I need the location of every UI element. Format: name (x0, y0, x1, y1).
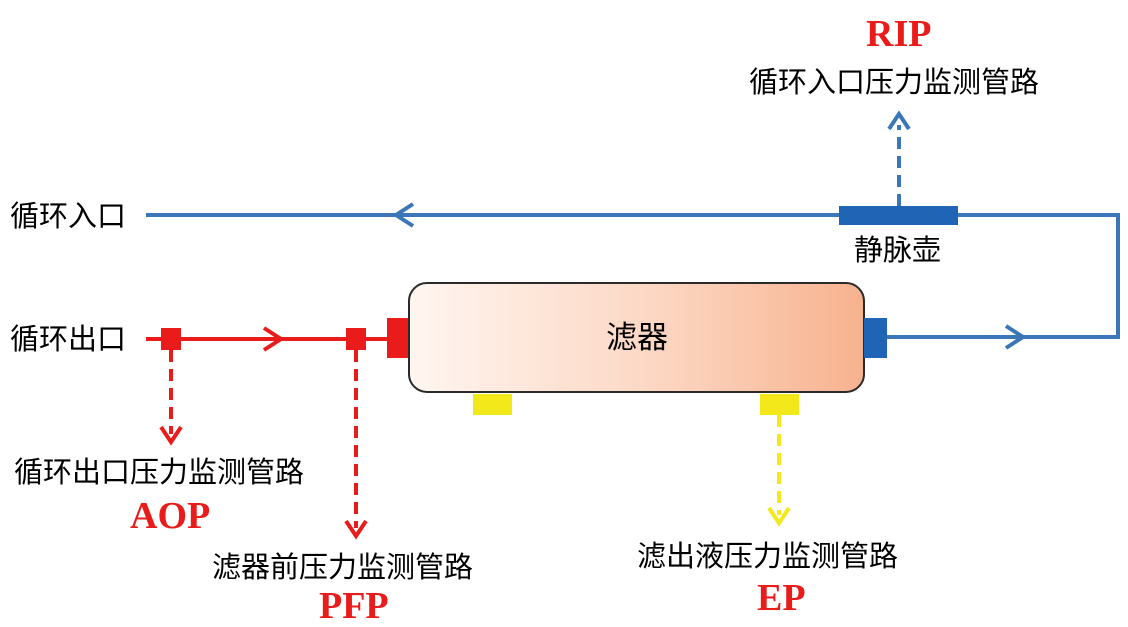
rip-description: 循环入口压力监测管路 (749, 65, 1040, 99)
pfp-code: PFP (319, 585, 389, 627)
effluent-port-left (473, 394, 512, 415)
pfp-description: 滤器前压力监测管路 (212, 550, 474, 584)
rip-code: RIP (866, 13, 932, 55)
filter-outlet-port (864, 318, 887, 358)
aop-description: 循环出口压力监测管路 (14, 455, 305, 489)
circuit-outlet-label: 循环出口 (10, 322, 127, 356)
ep-description: 滤出液压力监测管路 (637, 539, 899, 573)
arrow-down-ep-icon (767, 506, 791, 527)
arrow-right-icon (1004, 324, 1027, 350)
pfp-port (346, 328, 366, 350)
aop-code: AOP (130, 495, 211, 537)
arrow-down-pfp-icon (344, 519, 368, 540)
venous-chamber (839, 206, 958, 225)
filter-inlet-port (387, 318, 409, 358)
arrow-down-aop-icon (159, 425, 183, 446)
venous-chamber-label: 静脉壶 (854, 233, 942, 267)
arrow-up-icon (887, 110, 911, 131)
blue-circuit-line (146, 213, 1120, 339)
circuit-inlet-label: 循环入口 (10, 199, 127, 233)
ep-code: EP (757, 577, 806, 619)
effluent-port-right (760, 394, 799, 415)
arrow-right-red-icon (262, 326, 285, 352)
aop-port (161, 328, 181, 350)
filter-label: 滤器 (606, 320, 668, 356)
arrow-left-icon (392, 202, 415, 228)
